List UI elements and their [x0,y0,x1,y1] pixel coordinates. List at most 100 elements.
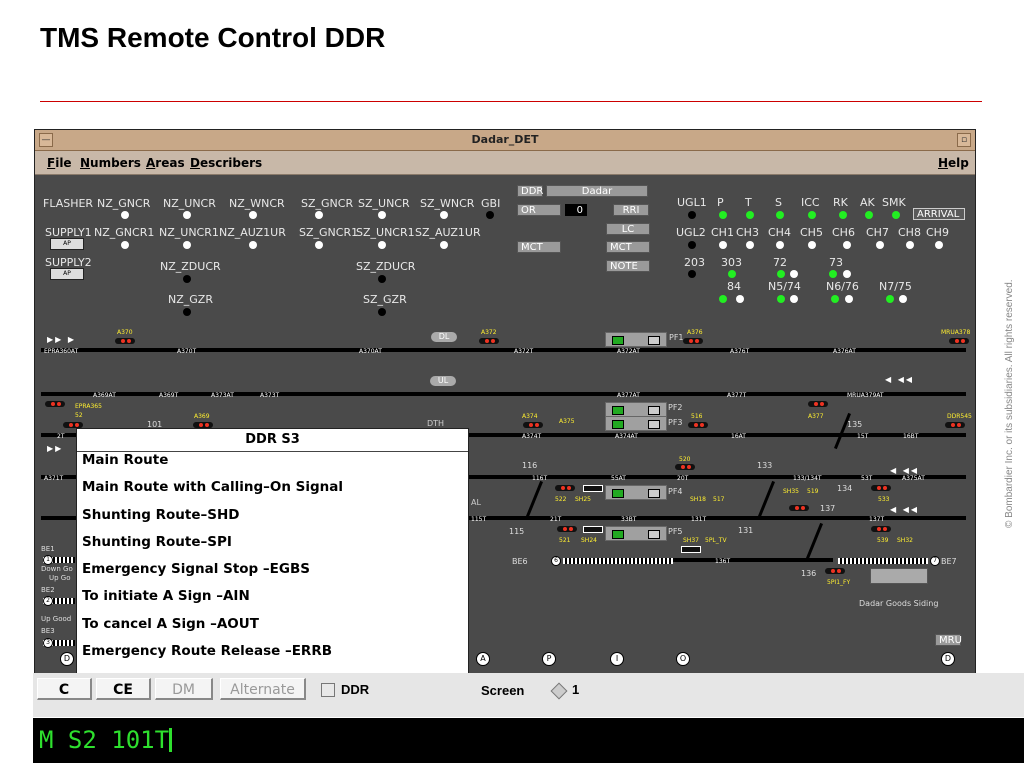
ce-button[interactable]: CE [96,678,151,700]
mct-right-button[interactable]: MCT [606,241,650,253]
circle-button-d-left[interactable]: D [60,652,74,666]
circle-button-p[interactable]: P [542,652,556,666]
menu-areas[interactable]: Areas [146,156,185,170]
track-136t[interactable] [673,558,833,562]
or-box[interactable]: OR [517,204,561,216]
platform-pf3[interactable] [605,416,667,431]
signal-516[interactable] [688,422,708,428]
signal-a374[interactable] [523,422,543,428]
circle-button-a[interactable]: A [476,652,490,666]
crossover[interactable] [757,480,776,518]
track-line-5[interactable] [41,516,966,520]
indicator-dot [719,295,727,303]
menu-item-main-route[interactable]: Main Route [82,452,169,468]
indicator-icc: ICC [801,196,820,209]
menu-item-emergency-route-release[interactable]: Emergency Route Release –ERRB [82,643,333,660]
track-label-a374at: A374AT [615,433,638,440]
signal-label-521: 521 [559,537,571,544]
signal-520[interactable] [675,464,695,470]
signal-a377[interactable] [808,401,828,407]
menu-item-shunting-route-shd[interactable]: Shunting Route–SHD [82,506,240,523]
alternate-button[interactable]: Alternate [220,678,306,700]
menu-item-cancel-a-sign[interactable]: To cancel A Sign –AOUT [82,615,259,632]
circle-button-o[interactable]: O [676,652,690,666]
signal-label-epra365: EPRA365 [75,403,102,410]
point-label-101: 101 [147,420,163,429]
window-titlebar[interactable]: — Dadar_DET ▫ [35,130,975,151]
signal-137[interactable] [789,505,809,511]
supply1-ap-box[interactable]: AP [50,238,84,250]
circle-button-d-right[interactable]: D [941,652,955,666]
signal-label-52: 52 [75,412,83,419]
signal-a372[interactable] [479,338,499,344]
track-label-a375at: A375AT [902,475,925,482]
menu-help[interactable]: Help [938,156,969,170]
platform-pf1[interactable] [605,332,667,347]
menu-describers[interactable]: Describers [190,156,262,170]
dm-button[interactable]: DM [155,678,213,700]
crossover[interactable] [805,522,824,560]
track-label-15t: 15T [857,433,869,440]
command-line[interactable]: M S2 101T [33,718,1024,763]
screen-radio-icon[interactable] [550,682,568,700]
signal-epra365[interactable] [45,401,65,407]
signal-521[interactable] [557,526,577,532]
shunt-signal-5pl-tv[interactable] [681,546,701,553]
status-flasher: FLASHER [43,197,94,210]
mct-left-box[interactable]: MCT [517,241,561,253]
signal-539[interactable] [871,526,891,532]
signal-52[interactable] [63,422,83,428]
be1-marker: 1 [43,555,53,565]
be2-marker: 2 [43,596,53,606]
signal-a369[interactable] [193,422,213,428]
menu-numbers[interactable]: Numbers [80,156,141,170]
menu-item-initiate-a-sign[interactable]: To initiate A Sign –AIN [82,588,250,605]
signal-5pi1-fy[interactable] [825,568,845,574]
shunt-signal-sh25[interactable] [583,485,603,492]
track-line-2[interactable] [41,392,966,396]
signal-533[interactable] [871,485,891,491]
signal-label-a372: A372 [481,329,497,336]
siding-track-be2[interactable] [43,598,75,604]
platform-pf2[interactable] [605,402,667,417]
window-menu-icon[interactable]: — [39,133,53,147]
siding-track-be3[interactable] [43,640,75,646]
circle-button-i[interactable]: I [610,652,624,666]
crossover[interactable] [833,412,852,450]
crossover[interactable] [525,480,544,518]
ddr-checkbox[interactable] [321,683,335,697]
signal-522[interactable] [555,485,575,491]
point-label-134: 134 [837,484,853,493]
shunt-signal-sh24[interactable] [583,526,603,533]
rri-button[interactable]: RRI [613,204,649,216]
siding-track-be1[interactable] [43,557,75,563]
point-label-116: 116 [522,461,538,470]
siding-track-be7[interactable] [838,558,928,564]
c-button[interactable]: C [37,678,92,700]
track-line-1[interactable] [41,348,966,352]
arrival-button[interactable]: ARRIVAL [913,208,965,220]
note-button[interactable]: NOTE [606,260,650,272]
mru-button[interactable]: MRU [935,634,962,646]
command-input[interactable]: M S2 101T [39,726,173,754]
track-line-4[interactable] [41,475,966,479]
label-303: 303 [721,256,742,269]
menu-item-shunting-route-spi[interactable]: Shunting Route–SPI [82,533,232,550]
window-maximize-icon[interactable]: ▫ [957,133,971,147]
siding-track-be6[interactable] [563,558,673,564]
signal-mrua378[interactable] [949,338,969,344]
dl-tag: DL [431,332,457,342]
lc-button[interactable]: LC [606,223,650,235]
supply2-ap-box[interactable]: AP [50,268,84,280]
track-line-3[interactable] [41,433,966,437]
signal-a370[interactable] [115,338,135,344]
menu-item-main-route-calling-on[interactable]: Main Route with Calling–On Signal [82,479,344,496]
signal-a376[interactable] [683,338,703,344]
menu-file[interactable]: File [47,156,72,170]
track-label-a377t: A377T [727,392,747,399]
platform-pf5[interactable] [605,526,667,541]
signal-ddr545[interactable] [945,422,965,428]
indicator-ch4: CH4 [768,226,791,239]
menu-item-emergency-signal-stop[interactable]: Emergency Signal Stop –EGBS [82,561,310,578]
platform-pf4[interactable] [605,485,667,500]
